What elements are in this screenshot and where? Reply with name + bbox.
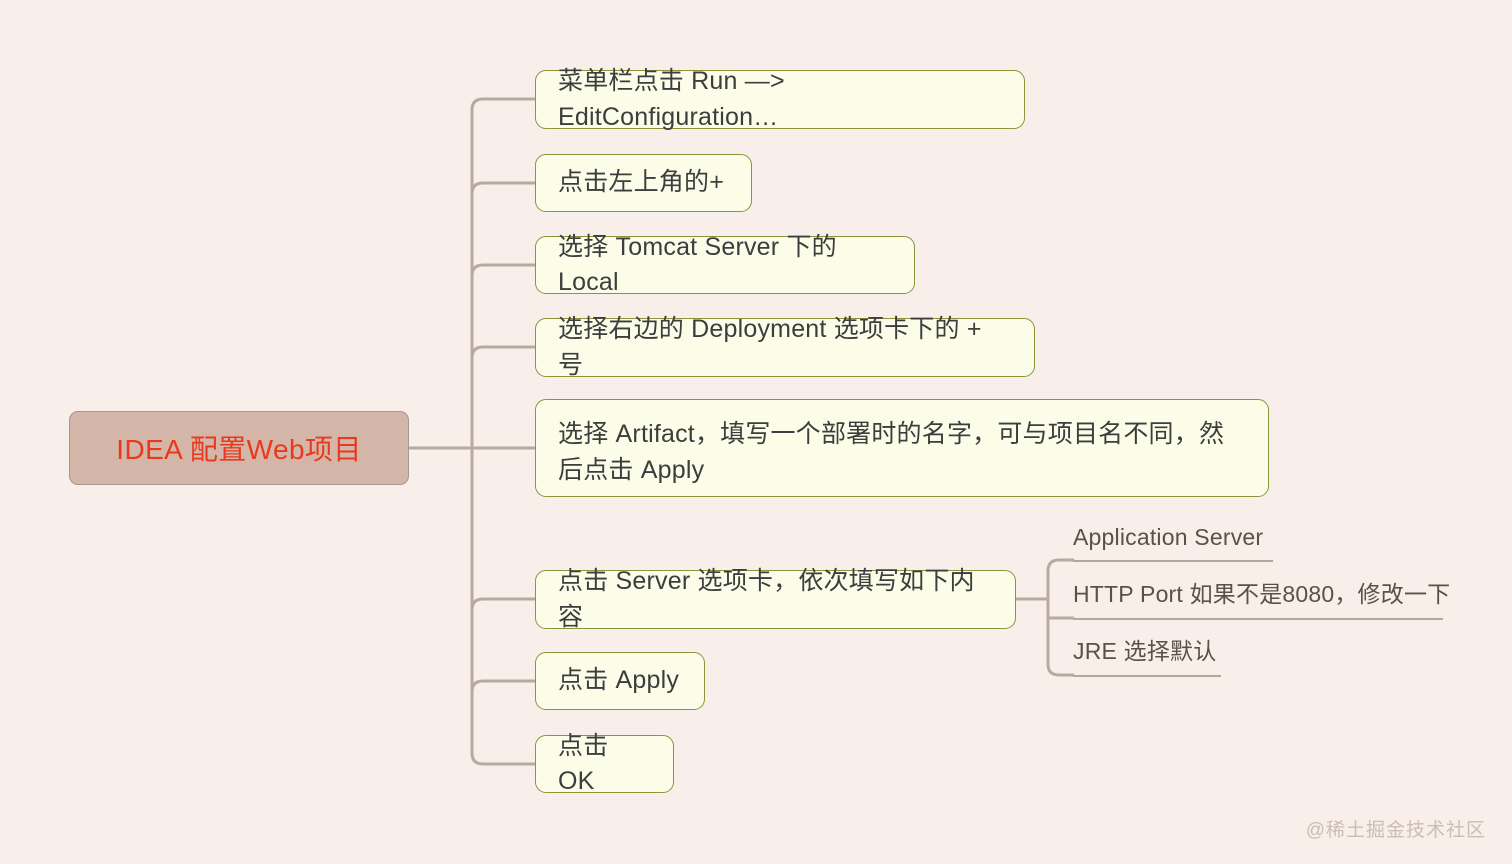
watermark: @稀土掘金技术社区 bbox=[1305, 820, 1486, 841]
branch-node-step-2[interactable]: 点击左上角的+ bbox=[535, 154, 752, 212]
branch-node-step-1[interactable]: 菜单栏点击 Run —> EditConfiguration… bbox=[535, 67, 1025, 131]
leaf-node-jre[interactable]: JRE 选择默认 bbox=[1073, 637, 1221, 677]
branch-node-step-4[interactable]: 选择右边的 Deployment 选项卡下的 + 号 bbox=[535, 315, 1035, 379]
leaf-node-http-port[interactable]: HTTP Port 如果不是8080，修改一下 bbox=[1073, 580, 1450, 620]
leaf-node-application-server[interactable]: Application Server bbox=[1073, 522, 1273, 562]
branch-node-step-3[interactable]: 选择 Tomcat Server 下的 Local bbox=[535, 233, 915, 296]
branch-node-step-5[interactable]: 选择 Artifact，填写一个部署时的名字，可与项目名不同，然后点击 Appl… bbox=[535, 399, 1269, 497]
root-node[interactable]: IDEA 配置Web项目 bbox=[69, 411, 409, 485]
branch-node-step-7[interactable]: 点击 Apply bbox=[535, 652, 705, 710]
branch-node-step-8[interactable]: 点击 OK bbox=[535, 732, 674, 795]
branch-node-step-6[interactable]: 点击 Server 选项卡，依次填写如下内容 bbox=[535, 567, 1016, 631]
